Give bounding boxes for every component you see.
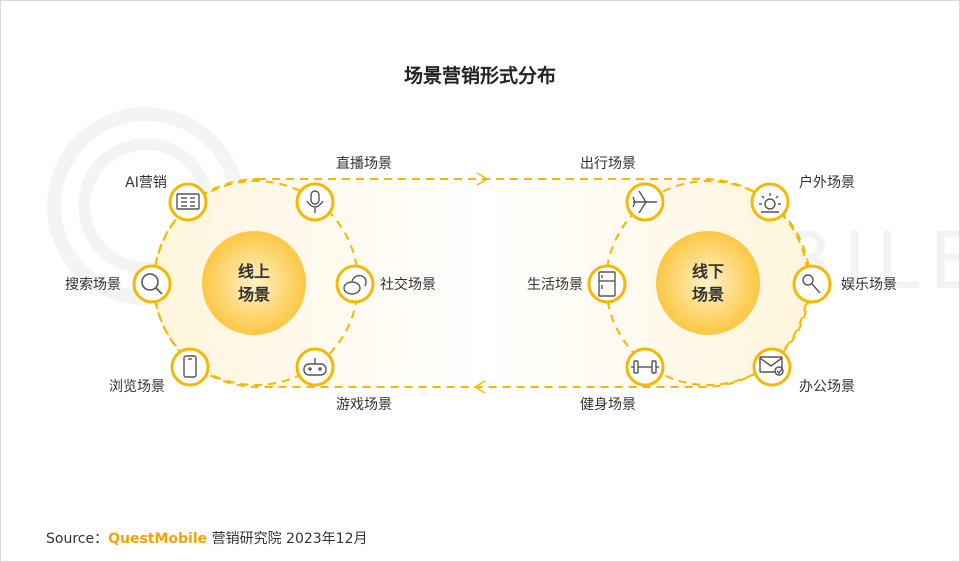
microphone-icon — [306, 190, 324, 213]
social-label: 社交场景 — [380, 276, 436, 293]
online-hub-line1: 线上 — [238, 262, 270, 281]
flow-arrow-right — [476, 172, 489, 186]
browse-node: 浏览场景 — [109, 347, 210, 395]
game-label: 游戏场景 — [336, 397, 392, 413]
browse-label: 浏览场景 — [109, 379, 165, 395]
entertainment-label: 娱乐场景 — [841, 277, 897, 293]
social-node: 社交场景 — [335, 264, 436, 304]
page-title: 场景营销形式分布 — [403, 65, 556, 87]
ai-screen-icon — [176, 193, 200, 210]
online-hub: 线上 场景 — [202, 231, 306, 335]
outdoor-node: 户外场景 — [750, 174, 855, 222]
travel-node: 出行场景 — [580, 156, 665, 222]
gamepad-icon — [303, 358, 327, 376]
live-stream-label: 直播场景 — [336, 155, 392, 172]
phone-icon — [183, 355, 197, 378]
mail-icon — [759, 356, 784, 376]
ai-marketing-label: AI营销 — [125, 175, 167, 191]
airplane-icon — [632, 190, 657, 214]
chat-bubbles-icon — [343, 274, 367, 295]
game-node: 游戏场景 — [295, 347, 392, 413]
source-brand: QuestMobile — [108, 531, 208, 547]
sun-icon — [759, 193, 781, 213]
offline-hub: 线下 场景 — [656, 231, 760, 335]
outdoor-label: 户外场景 — [799, 174, 855, 191]
fridge-icon — [598, 271, 616, 297]
office-node: 办公场景 — [752, 347, 855, 395]
dumbbell-icon — [631, 360, 659, 374]
travel-label: 出行场景 — [580, 156, 636, 172]
live-stream-node: 直播场景 — [295, 155, 392, 222]
flow-arrow-left — [473, 380, 486, 394]
life-label: 生活场景 — [527, 277, 583, 293]
ai-marketing-node: AI营销 — [125, 175, 208, 222]
search-node: 搜索场景 — [65, 264, 172, 304]
fitness-label: 健身场景 — [580, 397, 636, 413]
source-prefix: Source： — [46, 531, 109, 547]
source-note: Source：QuestMobile 营销研究院 2023年12月 — [46, 528, 368, 548]
handheld-mic-icon — [802, 274, 821, 294]
entertainment-node: 娱乐场景 — [792, 264, 897, 304]
search-label: 搜索场景 — [65, 276, 121, 293]
life-node: 生活场景 — [527, 264, 627, 304]
source-suffix: 营销研究院 2023年12月 — [207, 531, 368, 547]
scene-loop-band — [153, 178, 809, 388]
fitness-node: 健身场景 — [580, 347, 665, 413]
online-hub-line2: 场景 — [238, 285, 270, 304]
magnifier-icon — [141, 273, 163, 295]
offline-hub-line1: 线下 — [692, 262, 724, 281]
offline-hub-line2: 场景 — [692, 285, 724, 304]
office-label: 办公场景 — [799, 379, 855, 395]
